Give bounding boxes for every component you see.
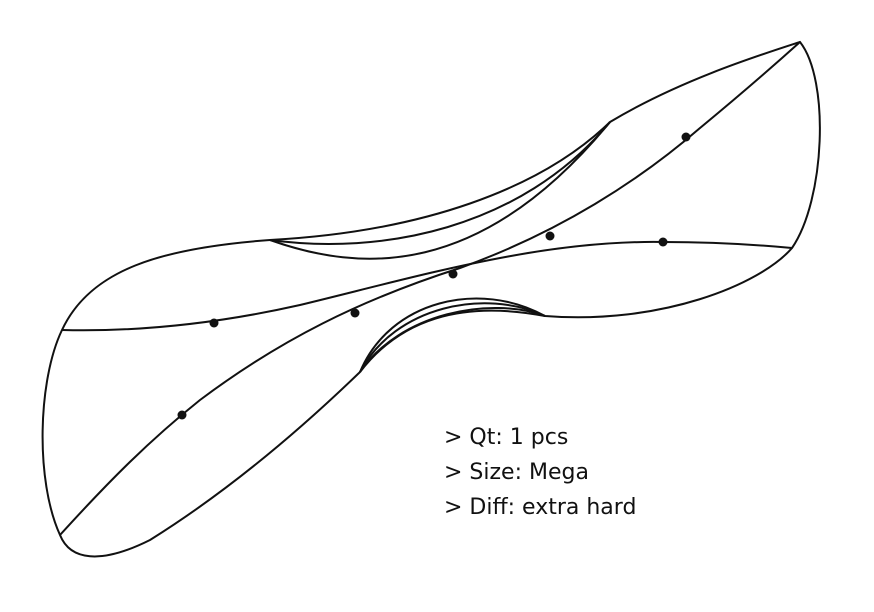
piece-outline xyxy=(41,40,821,558)
inner-curve-horizontal xyxy=(61,240,793,332)
quantity-note: > Qt: 1 pcs xyxy=(444,425,569,450)
size-note: > Size: Mega xyxy=(444,460,589,485)
marker-dot xyxy=(209,318,219,328)
upper-arc-inner xyxy=(269,121,611,260)
piece-notes: > Qt: 1 pcs > Size: Mega > Diff: extra h… xyxy=(444,420,636,525)
marker-dot xyxy=(448,269,458,279)
marker-dot xyxy=(545,231,555,241)
inner-curve-diagonal xyxy=(59,41,801,536)
marker-dot xyxy=(350,308,360,318)
lower-arc-3 xyxy=(359,306,546,373)
marker-dot xyxy=(658,237,668,247)
upper-arc-outer xyxy=(269,121,611,245)
difficulty-note: > Diff: extra hard xyxy=(444,495,637,520)
lower-arc-1 xyxy=(359,297,546,373)
marker-dot xyxy=(681,132,691,142)
marker-dot xyxy=(177,410,187,420)
lower-arc-2 xyxy=(359,302,546,373)
